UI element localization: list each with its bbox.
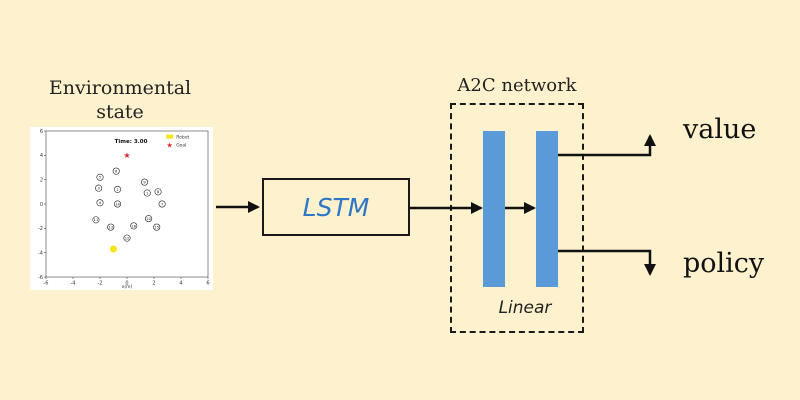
plot-x-tick-label: -4 bbox=[71, 281, 76, 287]
agent-label: 3 bbox=[98, 187, 100, 191]
legend-goal-label: Goal bbox=[176, 143, 186, 149]
environmental-state-title: Environmental state bbox=[20, 76, 220, 124]
agent-label: 10 bbox=[146, 217, 151, 221]
a2c-network-title: A2C network bbox=[457, 75, 577, 96]
plot-y-tick-label: -4 bbox=[38, 250, 43, 256]
policy-output-label: policy bbox=[683, 248, 765, 279]
agent-label: 15 bbox=[154, 226, 159, 230]
plot-x-tick-label: -2 bbox=[98, 281, 103, 287]
agent-circle bbox=[96, 199, 104, 207]
value-output-label: value bbox=[683, 114, 757, 145]
agent-circle bbox=[92, 216, 100, 224]
agent-circle bbox=[114, 200, 122, 208]
agent-label: 1 bbox=[146, 191, 148, 195]
agent-label: 4 bbox=[99, 201, 102, 205]
plot-x-axis-label: x(m) bbox=[122, 284, 133, 290]
plot-y-tick-label: -2 bbox=[38, 226, 43, 232]
legend-robot-swatch bbox=[166, 134, 174, 139]
linear-label: Linear bbox=[498, 298, 552, 318]
agent-circle bbox=[158, 200, 166, 208]
plot-x-tick-label: 2 bbox=[152, 281, 155, 287]
goal-marker: ★ bbox=[123, 151, 130, 160]
agent-circle bbox=[123, 234, 131, 242]
plot-y-tick-label: -6 bbox=[38, 275, 43, 281]
agent-circle bbox=[96, 173, 104, 181]
linear-layer-2 bbox=[536, 131, 558, 287]
agent-label: 6 bbox=[115, 170, 118, 174]
plot-x-tick-label: 6 bbox=[206, 281, 209, 287]
plot-time-label: Time: 3.00 bbox=[115, 139, 148, 145]
agent-circle bbox=[107, 223, 115, 231]
agent-circle bbox=[130, 222, 138, 230]
plot-y-tick-label: 2 bbox=[40, 177, 43, 183]
agent-label: 9 bbox=[143, 181, 146, 185]
agent-circle bbox=[114, 185, 122, 193]
legend-robot-label: Robot bbox=[176, 134, 189, 140]
plot-x-tick-label: -6 bbox=[44, 281, 49, 287]
plot-y-tick-label: 0 bbox=[40, 202, 43, 208]
agent-label: 5 bbox=[99, 176, 101, 180]
agent-label: 14 bbox=[115, 202, 120, 206]
agent-circle bbox=[112, 167, 120, 175]
legend-goal-marker: ★ bbox=[167, 142, 173, 150]
agent-circle bbox=[141, 178, 149, 186]
agent-circle bbox=[154, 188, 162, 196]
lstm-block: LSTM bbox=[262, 178, 410, 236]
agent-label: 12 bbox=[125, 236, 130, 240]
arrow-to-value bbox=[558, 134, 656, 157]
plot-y-tick-label: 4 bbox=[40, 153, 43, 159]
agent-circle bbox=[145, 215, 153, 223]
agent-label: 8 bbox=[157, 190, 160, 194]
agent-circle bbox=[95, 184, 103, 192]
environmental-state-title-line2: state bbox=[96, 101, 144, 123]
agent-circle bbox=[153, 223, 161, 231]
agent-label: 7 bbox=[161, 202, 163, 206]
environmental-state-title-line1: Environmental bbox=[48, 77, 192, 99]
linear-layer-1 bbox=[483, 131, 505, 287]
a2c-network-box bbox=[450, 103, 584, 333]
plot-x-tick-label: 4 bbox=[179, 281, 182, 287]
arrow-to-policy bbox=[558, 249, 656, 276]
agent-circle bbox=[143, 189, 151, 197]
agent-label: 2 bbox=[116, 188, 118, 192]
lstm-label: LSTM bbox=[302, 192, 370, 222]
agent-label: 11 bbox=[94, 218, 99, 222]
agent-label: 16 bbox=[131, 224, 136, 228]
plot-y-tick-label: 6 bbox=[40, 129, 43, 135]
agent-label: 13 bbox=[109, 226, 114, 230]
robot-marker bbox=[110, 245, 117, 253]
plot-x-tick-label: 0 bbox=[125, 281, 128, 287]
